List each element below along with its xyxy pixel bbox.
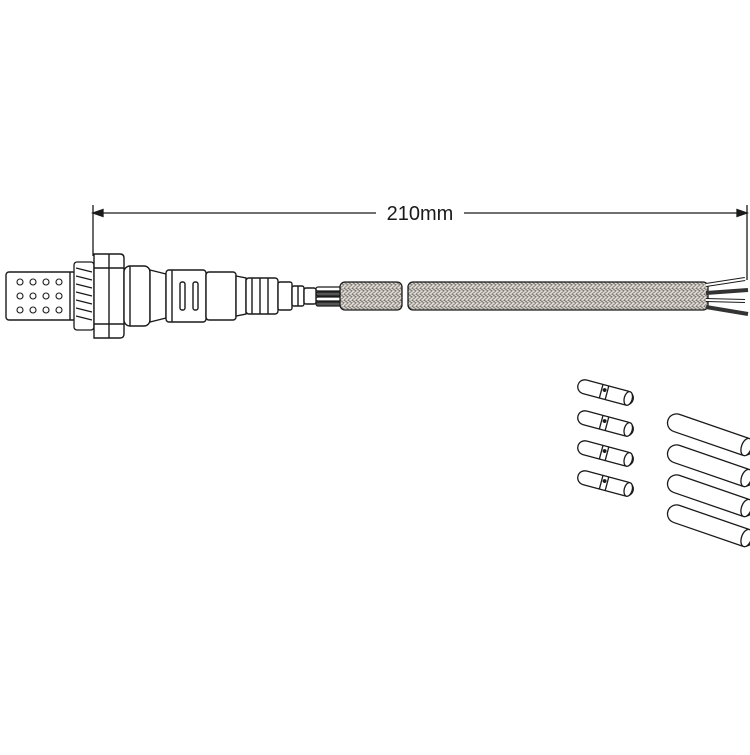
sensor-thread xyxy=(73,261,95,331)
sensor-body xyxy=(123,265,317,327)
sensor-tip xyxy=(5,271,77,321)
crimp-connector xyxy=(577,410,634,437)
heat-shrink-tube xyxy=(666,444,750,488)
heat-shrink-tubes xyxy=(666,413,750,548)
braided-sleeve xyxy=(339,281,709,311)
heat-shrink-tube xyxy=(666,413,750,457)
dimension-line xyxy=(91,205,749,280)
crimp-connector xyxy=(577,440,634,467)
crimp-connector xyxy=(577,379,634,406)
dimension-label: 210mm xyxy=(376,201,464,227)
heat-shrink-tube xyxy=(666,504,750,548)
crimp-connector xyxy=(577,470,634,497)
hex-nut xyxy=(93,253,125,339)
heat-shrink-tube xyxy=(666,474,750,518)
vent-holes xyxy=(16,278,63,314)
lead-wires-near xyxy=(315,286,343,307)
lead-wires-end xyxy=(705,277,749,316)
crimp-connectors xyxy=(577,379,634,497)
